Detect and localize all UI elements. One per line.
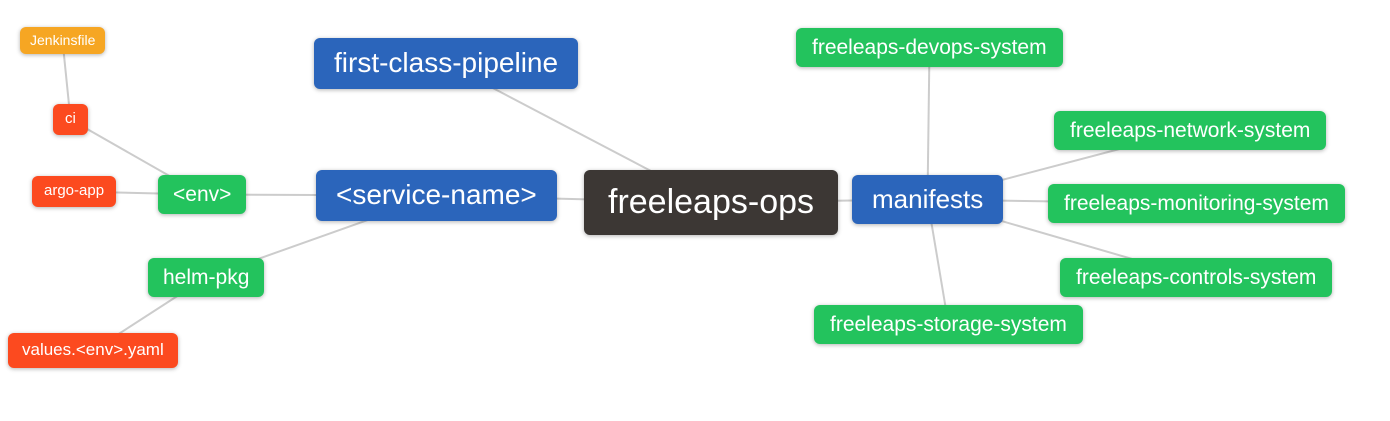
node-service-name[interactable]: <service-name>	[316, 170, 557, 221]
node-jenkinsfile[interactable]: Jenkinsfile	[20, 27, 106, 55]
node-freeleaps-network-system[interactable]: freeleaps-network-system	[1054, 111, 1327, 151]
node-freeleaps-storage-system[interactable]: freeleaps-storage-system	[814, 305, 1083, 345]
node-helm-pkg[interactable]: helm-pkg	[148, 258, 265, 298]
node-first-class-pipeline[interactable]: first-class-pipeline	[314, 38, 579, 89]
node-manifests[interactable]: manifests	[852, 175, 1004, 224]
node-freeleaps-devops-system[interactable]: freeleaps-devops-system	[796, 28, 1063, 68]
node-freeleaps-monitoring-system[interactable]: freeleaps-monitoring-system	[1048, 184, 1345, 224]
node-ci[interactable]: ci	[53, 104, 88, 135]
node-values-env-yaml[interactable]: values.<env>.yaml	[8, 333, 178, 368]
node-freeleaps-controls-system[interactable]: freeleaps-controls-system	[1060, 258, 1333, 298]
node-argo-app[interactable]: argo-app	[32, 176, 117, 207]
node-freeleaps-ops[interactable]: freeleaps-ops	[584, 170, 839, 236]
node-env[interactable]: <env>	[158, 175, 247, 215]
